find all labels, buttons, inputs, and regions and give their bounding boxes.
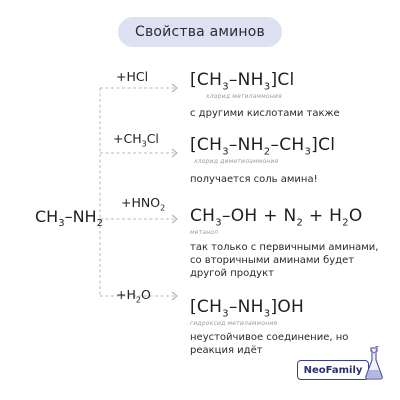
product-2: [CH3–NH2–CH3]Cl — [190, 135, 336, 158]
product-3: CH3–OH + N2 + H2O — [190, 206, 363, 229]
product-2-caption: хлорид диметиламмония — [194, 158, 279, 165]
reagent-1: +HCl — [116, 69, 149, 84]
note-4: неустойчивое соединение, но реакция идёт — [190, 332, 349, 356]
reagent-4: +H2O — [116, 287, 151, 305]
product-3-caption: метанол — [190, 229, 219, 236]
flask-icon — [365, 346, 383, 380]
note-3: так только с первичными аминами, со втор… — [190, 242, 379, 279]
page-title: Свойства аминов — [118, 17, 282, 47]
note-1: с другими кислотами также — [190, 108, 340, 119]
product-4-caption: гидроксид метиламмония — [190, 320, 278, 327]
note-2: получается соль амина! — [190, 174, 318, 185]
reagent-2: +CH3Cl — [113, 131, 159, 149]
product-4: [CH3–NH3]OH — [190, 297, 305, 320]
brand-logo: NeoFamily — [297, 360, 369, 380]
product-1-caption: хлорид метиламмония — [206, 93, 282, 100]
reagent-3: +HNO2 — [121, 195, 166, 213]
reactant-formula: CH3–NH2 — [35, 207, 103, 230]
product-1: [CH3–NH3]Cl — [190, 70, 295, 93]
